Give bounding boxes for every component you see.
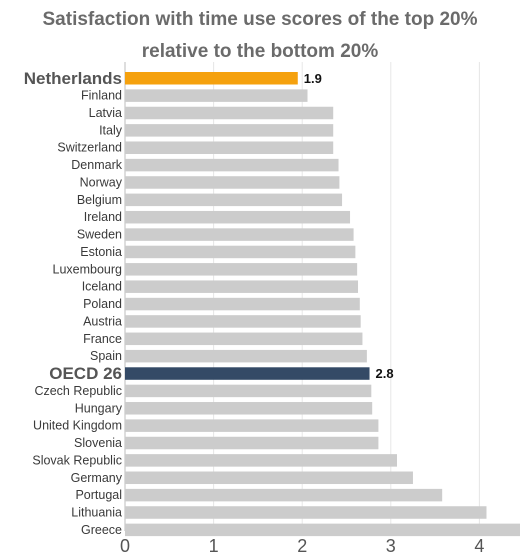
bar-czech-republic	[125, 384, 372, 398]
bar-luxembourg	[125, 263, 358, 276]
category-label-denmark: Denmark	[71, 158, 122, 172]
category-label-ireland: Ireland	[84, 210, 122, 224]
category-label-austria: Austria	[83, 314, 122, 328]
bar-sweden	[125, 228, 354, 241]
x-tick-2: 2	[297, 536, 307, 556]
x-tick-3: 3	[386, 536, 396, 556]
category-label-poland: Poland	[83, 297, 122, 311]
category-label-slovak-republic: Slovak Republic	[32, 453, 122, 467]
x-axis-ticks: 0 1 2 3 4	[120, 536, 484, 556]
category-label-united-kingdom: United Kingdom	[33, 419, 122, 433]
bar-slovak-republic	[125, 454, 398, 467]
bar-austria	[125, 315, 361, 328]
grid-lines	[124, 62, 480, 531]
chart-title-line-2: relative to the bottom 20%	[141, 41, 379, 62]
bar-germany	[125, 471, 413, 485]
bar-portugal	[125, 488, 443, 502]
bar-latvia	[125, 106, 334, 120]
bar-slovenia	[125, 436, 379, 450]
value-label-netherlands: 1.9	[304, 71, 322, 86]
bar-estonia	[125, 245, 356, 259]
bar-netherlands	[125, 72, 298, 85]
category-label-portugal: Portugal	[75, 488, 122, 502]
value-labels: 1.9 2.8	[304, 71, 394, 381]
category-label-france: France	[83, 332, 122, 346]
category-label-belgium: Belgium	[77, 193, 122, 207]
chart-title: Satisfaction with time use scores of the…	[0, 4, 520, 68]
bar-france	[125, 332, 363, 346]
chart-title-line-1: Satisfaction with time use scores of the…	[42, 9, 478, 30]
bar-spain	[125, 349, 367, 363]
category-label-spain: Spain	[90, 349, 122, 363]
category-label-italy: Italy	[99, 123, 123, 137]
category-label-lithuania: Lithuania	[71, 506, 122, 520]
bar-ireland	[125, 210, 351, 224]
bar-norway	[125, 176, 340, 189]
category-label-finland: Finland	[81, 89, 122, 103]
category-label-germany: Germany	[71, 471, 123, 485]
category-label-czech-republic: Czech Republic	[34, 384, 122, 398]
category-label-iceland: Iceland	[82, 280, 122, 294]
category-label-slovenia: Slovenia	[74, 436, 122, 450]
bar-hungary	[125, 402, 373, 415]
category-label-latvia: Latvia	[89, 106, 122, 120]
bar-oecd-26	[125, 367, 370, 380]
category-label-estonia: Estonia	[80, 245, 122, 259]
bar-switzerland	[125, 141, 334, 154]
bar-united-kingdom	[125, 419, 379, 432]
x-tick-4: 4	[474, 536, 484, 556]
bar-belgium	[125, 193, 343, 207]
category-label-norway: Norway	[80, 175, 123, 189]
category-label-greece: Greece	[81, 523, 122, 537]
bar-greece	[125, 523, 520, 537]
bar-denmark	[125, 158, 339, 172]
category-label-hungary: Hungary	[75, 401, 123, 415]
category-label-switzerland: Switzerland	[57, 141, 122, 155]
bars	[125, 72, 520, 537]
value-label-oecd-26: 2.8	[376, 366, 394, 381]
bar-lithuania	[125, 506, 487, 519]
category-label-sweden: Sweden	[77, 228, 122, 242]
category-label-netherlands: Netherlands	[24, 69, 122, 88]
category-label-luxembourg: Luxembourg	[53, 262, 123, 276]
category-label-oecd-26: OECD 26	[49, 364, 122, 383]
bar-iceland	[125, 280, 359, 293]
category-labels: NetherlandsFinlandLatviaItalySwitzerland…	[24, 69, 123, 537]
x-tick-0: 0	[120, 536, 130, 556]
x-tick-1: 1	[209, 536, 219, 556]
bar-poland	[125, 297, 360, 311]
bar-italy	[125, 124, 334, 137]
bar-finland	[125, 89, 308, 102]
